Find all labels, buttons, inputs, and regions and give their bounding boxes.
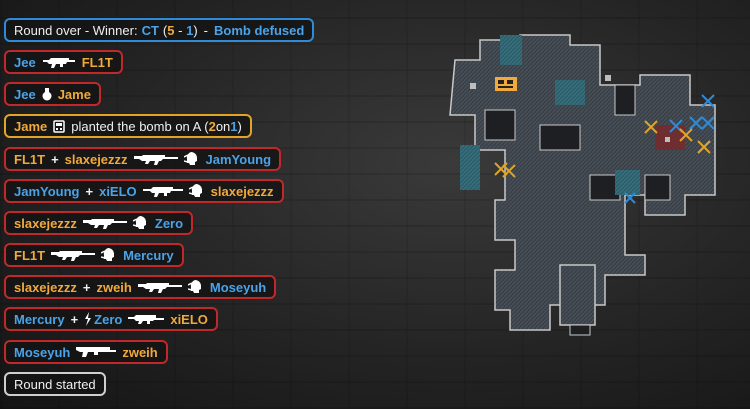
score-ct: 5 bbox=[167, 22, 175, 38]
assister-name: xiELO bbox=[99, 183, 137, 199]
killer-name: FL1T bbox=[14, 151, 46, 167]
round-result-reason: Bomb defused bbox=[214, 22, 305, 38]
round-result-banner: Round over - Winner: CT (5 - 1) - Bomb d… bbox=[4, 18, 315, 42]
assist-plus: + bbox=[82, 279, 91, 295]
kill-entry: FL1T Mercury bbox=[4, 243, 184, 267]
ak-icon bbox=[82, 217, 127, 229]
score-t: 1 bbox=[186, 22, 194, 38]
grenade-icon bbox=[42, 87, 52, 101]
planter-name: Jame bbox=[14, 118, 48, 134]
bomb-icon bbox=[495, 77, 517, 91]
rifle-icon bbox=[142, 185, 183, 197]
score-open: ( bbox=[162, 22, 168, 38]
victim-name: xiELO bbox=[170, 311, 208, 327]
killer-name: JamYoung bbox=[14, 183, 80, 199]
ak-icon bbox=[51, 249, 96, 261]
round-started-entry: Round started bbox=[4, 372, 106, 396]
plant-close: ) bbox=[237, 118, 242, 134]
kill-entry: Jee FL1T bbox=[4, 50, 123, 74]
bomb-icon bbox=[53, 119, 65, 133]
headshot-icon bbox=[101, 247, 117, 263]
killer-name: Moseyuh bbox=[14, 344, 71, 360]
bomb-plant-entry: Jame planted the bomb on A (2on1) bbox=[4, 114, 252, 138]
killer-name: FL1T bbox=[14, 247, 46, 263]
ak-icon bbox=[133, 153, 178, 165]
kill-entry: Moseyuh zweih bbox=[4, 340, 168, 364]
shotgun-icon bbox=[76, 345, 117, 359]
score-dash: - bbox=[178, 22, 183, 38]
headshot-icon bbox=[132, 215, 149, 231]
round-result-prefix: Round over - Winner: bbox=[14, 22, 138, 38]
plant-on: on bbox=[215, 118, 231, 134]
radar-map-icon bbox=[449, 34, 716, 336]
victim-name: zweih bbox=[122, 344, 158, 360]
victim-name: Moseyuh bbox=[209, 279, 267, 295]
assist-plus: + bbox=[51, 151, 59, 167]
killer-name: slaxejezzz bbox=[14, 279, 77, 295]
assister-name: zweih bbox=[96, 279, 132, 295]
victim-name: JamYoung bbox=[205, 151, 272, 167]
victim-name: Mercury bbox=[123, 247, 174, 263]
plant-t-alive: 2 bbox=[208, 118, 216, 134]
kill-entry: JamYoung + xiELO slaxejezzz bbox=[4, 179, 284, 203]
plant-text: planted the bomb on A ( bbox=[71, 118, 209, 134]
assist-plus: + bbox=[70, 311, 79, 327]
headshot-icon bbox=[188, 183, 205, 199]
assister-name: slaxejezzz bbox=[64, 151, 128, 167]
plant-ct-alive: 1 bbox=[230, 118, 238, 134]
kill-entry: slaxejezzz + zweih Moseyuh bbox=[4, 275, 277, 299]
kill-entry: Mercury + Zero xiELO bbox=[4, 307, 218, 331]
winner-team: CT bbox=[141, 22, 159, 38]
killer-name: Jee bbox=[14, 54, 36, 70]
kill-entry: Jee Jame bbox=[4, 82, 101, 106]
headshot-icon bbox=[187, 279, 204, 295]
score-close: ) bbox=[193, 22, 198, 38]
victim-name: Zero bbox=[154, 215, 184, 231]
flash-icon bbox=[84, 312, 92, 326]
headshot-icon bbox=[183, 151, 200, 167]
assist-plus: + bbox=[85, 183, 94, 199]
killer-name: Mercury bbox=[14, 311, 65, 327]
kill-entry: FL1T + slaxejezzz JamYoung bbox=[4, 147, 282, 171]
assister-name: Zero bbox=[94, 311, 123, 327]
round-started-text: Round started bbox=[14, 376, 96, 392]
result-sep: - bbox=[203, 22, 208, 38]
killer-name: Jee bbox=[14, 86, 36, 102]
victim-name: slaxejezzz bbox=[210, 183, 274, 199]
ak-icon bbox=[137, 281, 182, 293]
killer-name: slaxejezzz bbox=[14, 215, 77, 231]
rifle-icon bbox=[42, 56, 76, 68]
smg-icon bbox=[128, 313, 165, 325]
kill-entry: slaxejezzz Zero bbox=[4, 211, 194, 235]
victim-name: Jame bbox=[57, 86, 91, 102]
victim-name: FL1T bbox=[81, 54, 113, 70]
